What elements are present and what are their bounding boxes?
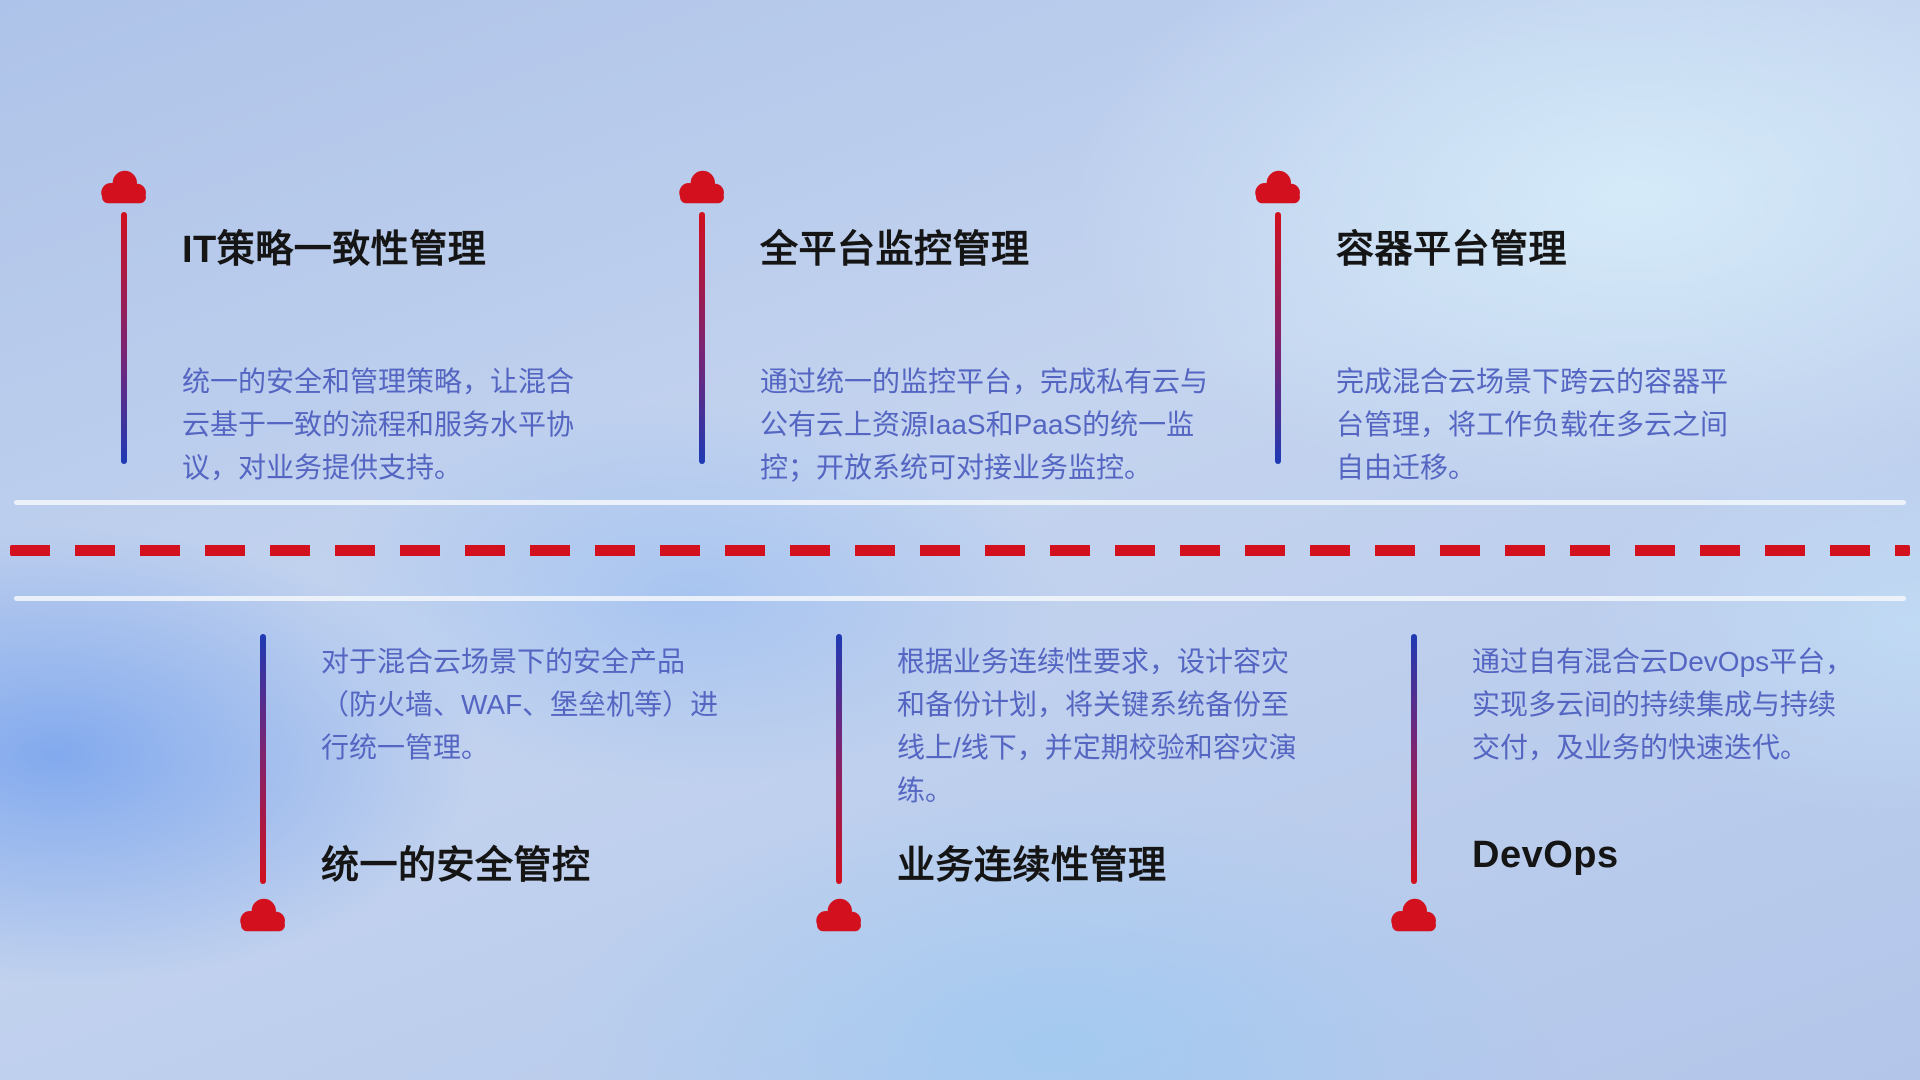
cloud-icon: [237, 896, 289, 934]
feature-title: IT策略一致性管理: [182, 229, 487, 271]
feature-description: 根据业务连续性要求，设计容灾和备份计划，将关键系统备份至线上/线下，并定期校验和…: [897, 646, 1297, 806]
feature-title: 全平台监控管理: [760, 229, 1030, 271]
connector-line: [699, 212, 705, 464]
connector-line: [121, 212, 127, 464]
connector-line: [260, 634, 266, 884]
feature-description: 通过统一的监控平台，完成私有云与公有云上资源IaaS和PaaS的统一监控；开放系…: [760, 366, 1209, 483]
connector-line: [836, 634, 842, 884]
feature-business-continuity: 根据业务连续性要求，设计容灾和备份计划，将关键系统备份至线上/线下，并定期校验和…: [813, 634, 1373, 954]
divider-line-bottom: [14, 596, 1906, 601]
feature-title: DevOps: [1472, 834, 1619, 876]
feature-description: 通过自有混合云DevOps平台，实现多云间的持续集成与持续交付，及业务的快速迭代…: [1472, 646, 1854, 763]
connector-line: [1275, 212, 1281, 464]
feature-description: 统一的安全和管理策略，让混合云基于一致的流程和服务水平协议，对业务提供支持。: [182, 366, 575, 483]
feature-description: 对于混合云场景下的安全产品（防火墙、WAF、堡垒机等）进行统一管理。: [321, 646, 719, 763]
feature-container-platform: 容器平台管理 完成混合云场景下跨云的容器平台管理，将工作负载在多云之间自由迁移。: [1252, 168, 1812, 488]
connector-line: [1411, 634, 1417, 884]
feature-security-control: 对于混合云场景下的安全产品（防火墙、WAF、堡垒机等）进行统一管理。 统一的安全…: [237, 634, 797, 954]
cloud-icon: [98, 168, 150, 206]
cloud-icon: [813, 896, 865, 934]
dashed-divider-line: [10, 545, 1910, 556]
feature-description: 完成混合云场景下跨云的容器平台管理，将工作负载在多云之间自由迁移。: [1336, 366, 1729, 483]
cloud-icon: [676, 168, 728, 206]
cloud-icon: [1252, 168, 1304, 206]
divider-line-top: [14, 500, 1906, 505]
feature-platform-monitoring: 全平台监控管理 通过统一的监控平台，完成私有云与公有云上资源IaaS和PaaS的…: [676, 168, 1236, 488]
feature-devops: 通过自有混合云DevOps平台，实现多云间的持续集成与持续交付，及业务的快速迭代…: [1388, 634, 1920, 954]
cloud-icon: [1388, 896, 1440, 934]
feature-title: 统一的安全管控: [321, 845, 591, 887]
feature-it-policy: IT策略一致性管理 统一的安全和管理策略，让混合云基于一致的流程和服务水平协议，…: [98, 168, 658, 488]
feature-title: 容器平台管理: [1336, 229, 1568, 271]
feature-title: 业务连续性管理: [897, 845, 1167, 887]
